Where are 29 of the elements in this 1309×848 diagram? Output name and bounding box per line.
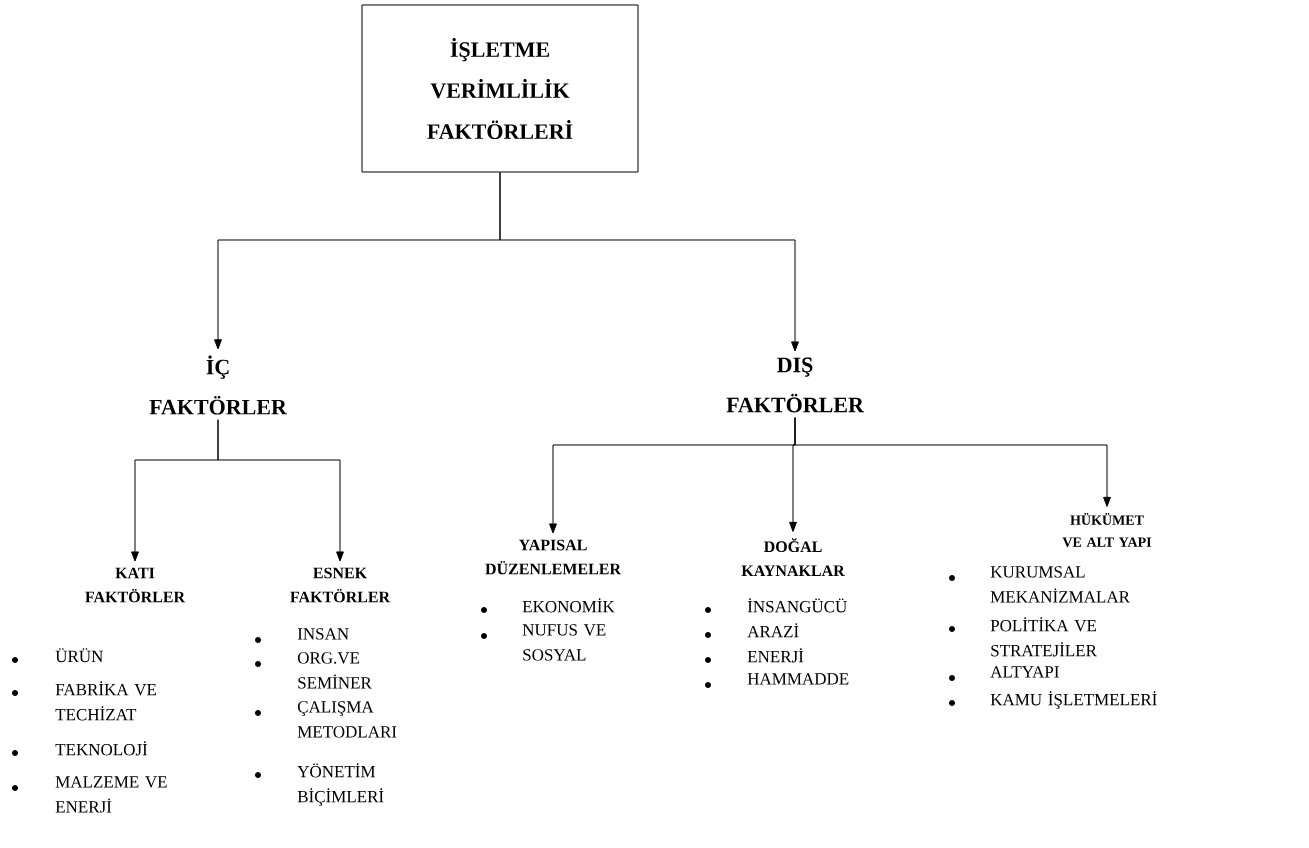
bullet-item: EKONOMİK: [481, 598, 615, 613]
heading-text: KATI FAKTÖRLER: [85, 567, 186, 603]
heading-text: DOĞAL KAYNAKLAR: [741, 538, 845, 576]
bullet-item: NUFUS VE SOSYAL: [481, 624, 606, 661]
bullet-item: ORG.VE SEMİNER: [255, 652, 372, 689]
title-box: İŞLETME VERİMLİLİK FAKTÖRLERİ: [361, 4, 639, 173]
heading-text: YAPISAL DÜZENLEMELER: [485, 539, 622, 575]
bullet-item: ÇALIŞMA METODLARI: [255, 701, 397, 738]
bullet-item: ALTYAPI: [949, 666, 1059, 681]
bullet-item: YÖNETİM BİÇİMLERİ: [255, 763, 384, 806]
bullet-item: INSAN: [255, 628, 349, 643]
heading-text: HÜKÜMET VE ALT YAPI: [1062, 513, 1152, 547]
bullet-item: ENERJİ: [705, 648, 804, 663]
heading-text: İÇ FAKTÖRLER: [149, 355, 288, 415]
heading-text: DIŞ FAKTÖRLER: [726, 357, 865, 413]
bullet-item: FABRİKA VE TECHİZAT: [12, 681, 157, 721]
bullet-item: ÜRÜN: [12, 648, 103, 663]
bullet-item: ARAZİ: [705, 623, 799, 638]
bullet-item: KAMU İŞLETMELERİ: [949, 691, 1157, 709]
bullet-item: TEKNOLOJİ: [12, 741, 148, 756]
arrow: [499, 172, 799, 352]
bullet-item: MALZEME VE ENERJİ: [12, 776, 167, 813]
bullet-item: KURUMSAL MEKANİZMALAR: [949, 566, 1130, 603]
bullet-item: HAMMADDE: [705, 673, 849, 688]
arrow: [794, 417, 1111, 507]
arrow: [217, 419, 344, 562]
bullet-item: İNSANGÜCÜ: [705, 598, 847, 613]
heading-text: ESNEK FAKTÖRLER: [290, 567, 391, 603]
bullet-item: POLİTİKA VE STRATEJİLER: [949, 617, 1097, 657]
